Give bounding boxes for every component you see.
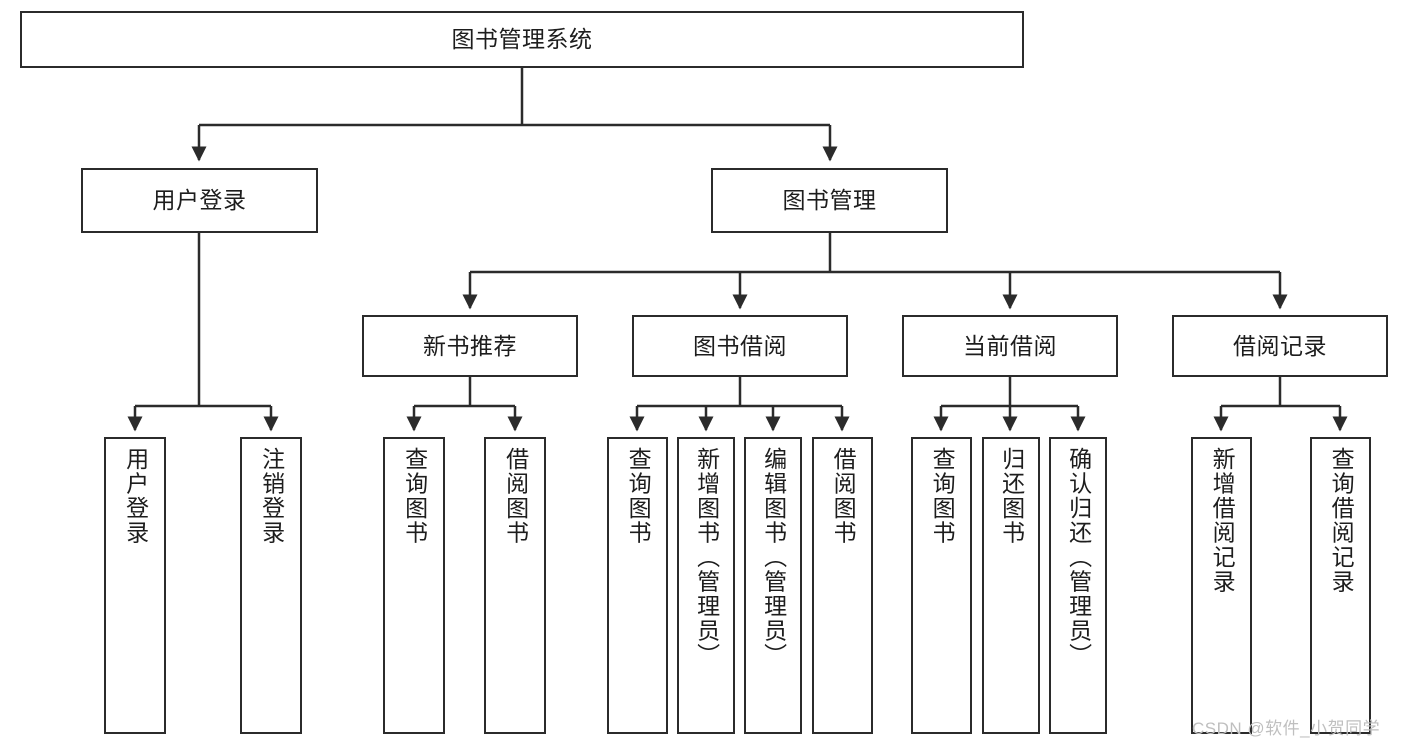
leaf-borrow-record-query[interactable]: 查询借阅记录: [1310, 437, 1371, 734]
leaf-book-borrow-add[interactable]: 新增图书（管理员）: [677, 437, 735, 734]
leaf-book-borrow-borrow[interactable]: 借阅图书: [812, 437, 873, 734]
leaf-new-book-query-label: 查询图书: [401, 447, 428, 545]
leaf-user-login-signout[interactable]: 注销登录: [240, 437, 302, 734]
node-current-borrow[interactable]: 当前借阅: [902, 315, 1118, 377]
leaf-user-login-signin-label: 用户登录: [122, 447, 149, 545]
leaf-new-book-borrow[interactable]: 借阅图书: [484, 437, 546, 734]
leaf-borrow-record-add-label: 新增借阅记录: [1209, 447, 1236, 594]
watermark: CSDN @软件_小贺同学: [1192, 719, 1381, 738]
leaf-current-borrow-confirm-label: 确认归还（管理员）: [1065, 447, 1092, 668]
node-new-book-recommend-label: 新书推荐: [423, 332, 517, 359]
leaf-book-borrow-edit[interactable]: 编辑图书（管理员）: [744, 437, 802, 734]
leaf-borrow-record-query-label: 查询借阅记录: [1328, 447, 1355, 594]
node-current-borrow-label: 当前借阅: [963, 332, 1057, 359]
leaf-book-borrow-edit-label: 编辑图书（管理员）: [760, 447, 787, 668]
node-borrow-record-label: 借阅记录: [1233, 332, 1327, 359]
node-book-borrow[interactable]: 图书借阅: [632, 315, 848, 377]
node-borrow-record[interactable]: 借阅记录: [1172, 315, 1388, 377]
node-new-book-recommend[interactable]: 新书推荐: [362, 315, 578, 377]
leaf-current-borrow-confirm[interactable]: 确认归还（管理员）: [1049, 437, 1107, 734]
node-root-label: 图书管理系统: [451, 26, 593, 53]
leaf-current-borrow-return[interactable]: 归还图书: [982, 437, 1040, 734]
node-user-login-label: 用户登录: [152, 187, 247, 214]
node-book-management[interactable]: 图书管理: [711, 168, 948, 233]
leaf-borrow-record-add[interactable]: 新增借阅记录: [1191, 437, 1252, 734]
node-root[interactable]: 图书管理系统: [20, 11, 1024, 68]
leaf-current-borrow-return-label: 归还图书: [998, 447, 1025, 545]
leaf-new-book-query[interactable]: 查询图书: [383, 437, 445, 734]
leaf-new-book-borrow-label: 借阅图书: [502, 447, 529, 545]
leaf-current-borrow-query[interactable]: 查询图书: [911, 437, 972, 734]
leaf-book-borrow-query[interactable]: 查询图书: [607, 437, 668, 734]
node-book-management-label: 图书管理: [782, 187, 877, 214]
leaf-book-borrow-query-label: 查询图书: [625, 447, 652, 545]
leaf-book-borrow-add-label: 新增图书（管理员）: [693, 447, 720, 668]
leaf-current-borrow-query-label: 查询图书: [929, 447, 956, 545]
node-user-login[interactable]: 用户登录: [81, 168, 318, 233]
leaf-book-borrow-borrow-label: 借阅图书: [830, 447, 857, 545]
leaf-user-login-signin[interactable]: 用户登录: [104, 437, 166, 734]
leaf-user-login-signout-label: 注销登录: [258, 447, 285, 545]
node-book-borrow-label: 图书借阅: [693, 332, 787, 359]
